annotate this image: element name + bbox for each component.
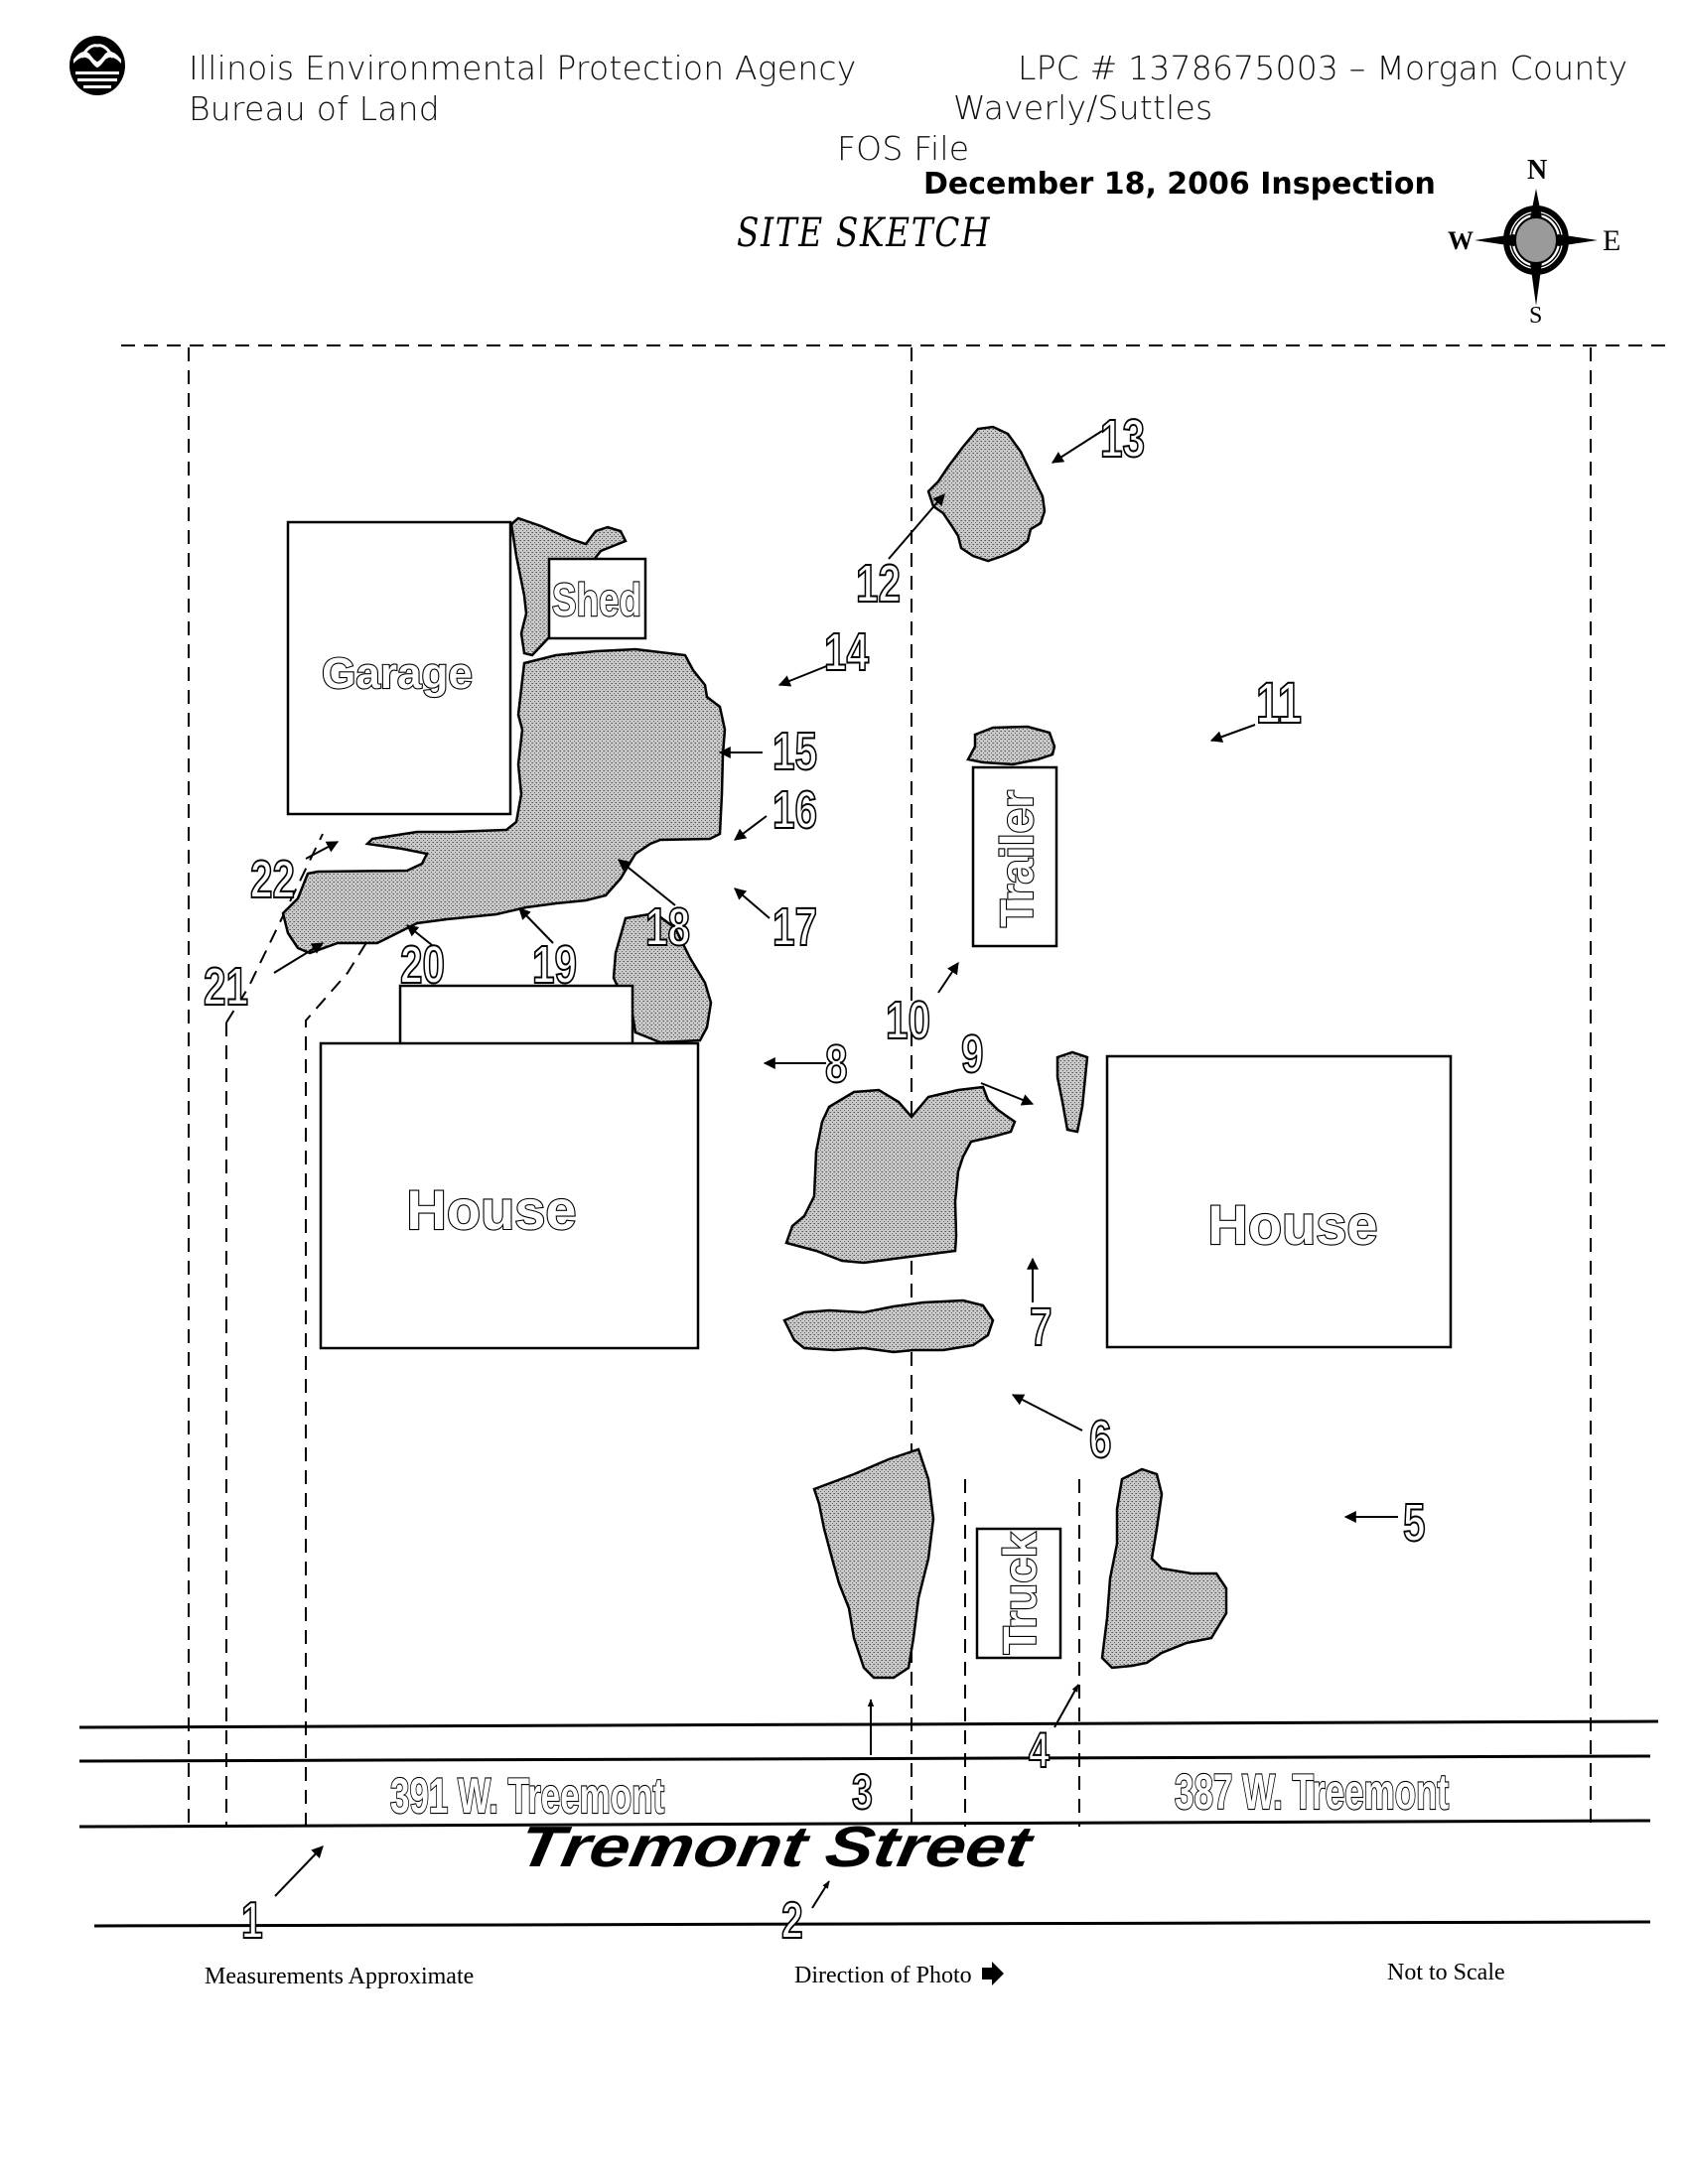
arrow-12 xyxy=(888,493,945,560)
road-lines xyxy=(78,1719,1659,1928)
photo-number-2: 2 xyxy=(781,1890,803,1949)
arrow-18 xyxy=(618,859,676,906)
bureau-name: Bureau of Land xyxy=(189,89,440,128)
arrow-10 xyxy=(937,962,959,994)
house-left-outline xyxy=(319,1041,700,1350)
arrow-16 xyxy=(734,815,768,841)
stain-area-center-strip xyxy=(782,1298,995,1354)
arrow-9 xyxy=(980,1082,1035,1106)
arrow-14 xyxy=(777,664,830,687)
arrow-20 xyxy=(406,924,443,954)
arrow-4 xyxy=(1053,1684,1079,1728)
compass-rose-icon xyxy=(1439,149,1627,328)
photo-number-12: 12 xyxy=(856,554,901,614)
photo-arrows xyxy=(273,430,1398,1909)
photo-number-15: 15 xyxy=(772,722,817,781)
shed-label: Shed xyxy=(552,574,641,625)
trailer-label: Trailer xyxy=(991,790,1043,927)
porch-outline xyxy=(398,984,634,1053)
photo-number-17: 17 xyxy=(772,897,817,957)
arrow-6 xyxy=(1011,1394,1083,1432)
inspection-date: December 18, 2006 Inspection xyxy=(923,167,1436,202)
photo-number-7: 7 xyxy=(1030,1297,1052,1357)
house-right-outline xyxy=(1105,1054,1453,1349)
photo-number-3: 3 xyxy=(852,1765,873,1820)
arrow-22 xyxy=(305,841,340,860)
photo-number-22: 22 xyxy=(250,850,295,909)
direction-legend: Direction of Photo xyxy=(794,1962,1004,1992)
arrow-right-icon xyxy=(981,1962,1004,1992)
photo-number-18: 18 xyxy=(645,897,690,957)
photo-number-14: 14 xyxy=(824,622,869,682)
site-sketch-title: SITE SKETCH xyxy=(737,210,992,256)
stain-area-north xyxy=(926,425,1047,563)
buildings xyxy=(286,520,1453,1660)
house-right-label: House xyxy=(1207,1193,1377,1256)
arrow-11 xyxy=(1209,724,1256,743)
photo-number-16: 16 xyxy=(772,780,817,840)
site-name: Waverly/Suttles xyxy=(953,88,1213,127)
house-left-label: House xyxy=(406,1178,576,1241)
garage-outline xyxy=(286,520,512,816)
photo-number-11: 11 xyxy=(1256,671,1302,735)
compass-south: S xyxy=(1529,303,1543,329)
stain-area-lower-right xyxy=(1100,1467,1228,1670)
garage-label: Garage xyxy=(322,649,473,698)
arrow-2 xyxy=(811,1880,830,1909)
trailer-outline xyxy=(971,765,1058,948)
address-left: 391 W. Treemont xyxy=(390,1769,664,1825)
stain-area-lower-left xyxy=(812,1447,935,1680)
driveway-path-a xyxy=(225,833,324,1024)
photo-number-1: 1 xyxy=(241,1890,263,1949)
stain-area-house-rear xyxy=(612,911,713,1044)
iepa-logo-icon xyxy=(68,34,127,97)
driveway-path-b xyxy=(305,932,373,1827)
photo-number-5: 5 xyxy=(1403,1493,1426,1553)
arrow-19 xyxy=(518,907,554,944)
arrow-17 xyxy=(734,887,771,919)
photo-number-10: 10 xyxy=(886,991,930,1050)
lpc-number: LPC # 1378675003 – Morgan County xyxy=(1018,49,1628,87)
truck-label: Truck xyxy=(994,1532,1046,1654)
address-right: 387 W. Treemont xyxy=(1175,1765,1449,1821)
stain-area-center-large xyxy=(784,1085,1017,1265)
direction-legend-label: Direction of Photo xyxy=(794,1963,972,1989)
scale-note: Not to Scale xyxy=(1387,1960,1505,1985)
photo-number-8: 8 xyxy=(825,1034,848,1094)
photo-numbers: 1 2 3 4 5 6 7 8 9 10 11 12 13 14 15 16 1… xyxy=(203,409,1426,1951)
property-lines xyxy=(121,344,1668,1827)
photo-number-19: 19 xyxy=(532,935,577,995)
arrow-13 xyxy=(1051,430,1103,464)
stain-area-trailer-front xyxy=(966,725,1056,766)
agency-name: Illinois Environmental Protection Agency xyxy=(189,49,857,87)
truck-outline xyxy=(975,1527,1062,1660)
photo-number-4: 4 xyxy=(1029,1723,1050,1778)
measurements-note: Measurements Approximate xyxy=(205,1964,475,1989)
shed-outline xyxy=(547,557,647,640)
compass-north: N xyxy=(1527,155,1548,186)
photo-number-13: 13 xyxy=(1100,409,1145,469)
compass-east: E xyxy=(1603,224,1621,257)
arrow-1 xyxy=(274,1845,324,1897)
arrow-21 xyxy=(273,942,325,974)
file-type: FOS File xyxy=(837,129,970,168)
photo-number-21: 21 xyxy=(204,957,248,1017)
photo-number-20: 20 xyxy=(400,935,445,995)
photo-number-6: 6 xyxy=(1089,1410,1112,1469)
photo-number-9: 9 xyxy=(961,1024,984,1084)
stain-areas xyxy=(281,425,1228,1680)
stain-area-small-sliver xyxy=(1055,1050,1089,1134)
street-name: Tremont Street xyxy=(514,1814,1040,1878)
compass-west: W xyxy=(1448,226,1474,255)
